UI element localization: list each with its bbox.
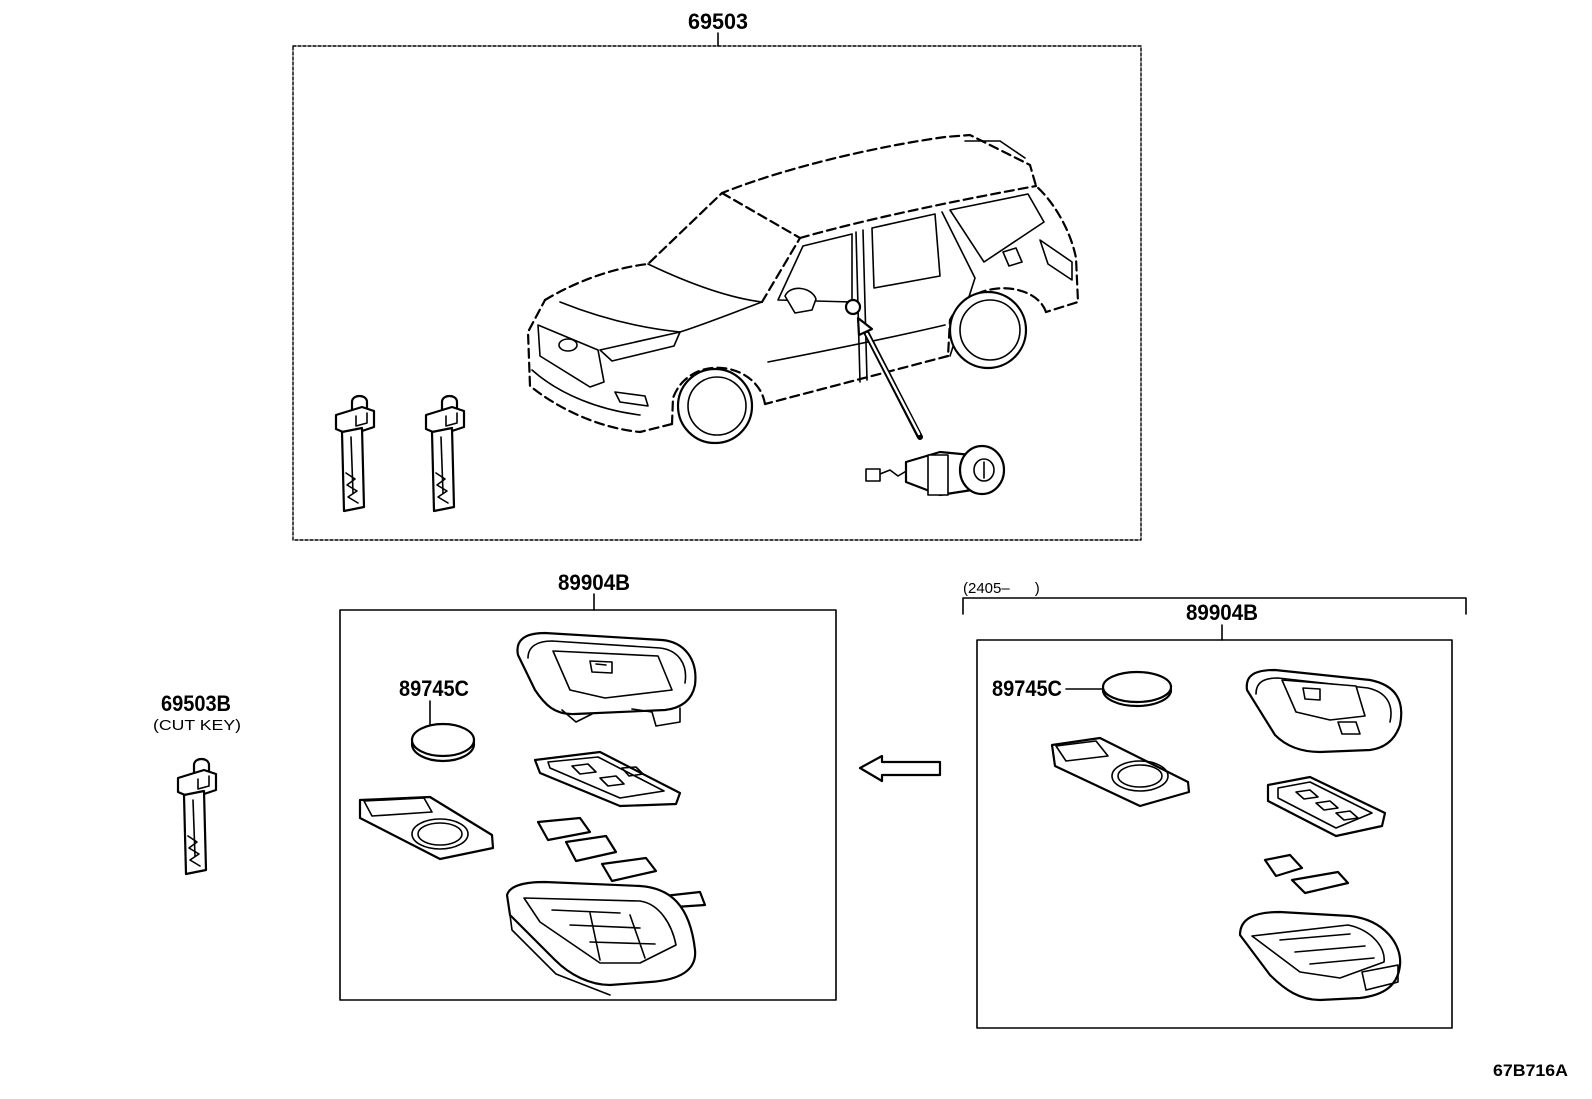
vehicle-silhouette [543, 133, 1080, 314]
right-fob-buttons [1263, 853, 1350, 895]
assembly-part-callout[interactable]: 69503 [688, 9, 748, 34]
fog-light [614, 391, 649, 407]
cut-key-part-callout[interactable]: 69503B [161, 691, 231, 716]
right-fob-upper-cover [1245, 668, 1403, 754]
windshield-top [720, 191, 802, 240]
door-lock-cylinder [865, 444, 1006, 497]
left-fob-lower-case [505, 880, 697, 996]
front-bumper-line [531, 369, 641, 416]
vehicle-illustration [526, 133, 1080, 445]
rear-spoiler [964, 140, 1026, 159]
a-pillar [760, 236, 802, 304]
side-mirror [784, 287, 817, 314]
left-battery-part-callout[interactable]: 89745C [399, 676, 469, 701]
taillight [1039, 239, 1073, 281]
left-kit-frame [339, 609, 837, 1001]
left-fob-upper-cover [516, 631, 697, 727]
lock-core [973, 458, 995, 482]
cut-key [176, 757, 218, 876]
key-blank-1 [334, 394, 376, 513]
hood-crease [559, 301, 681, 333]
assembly-frame [292, 45, 1142, 541]
headlight [599, 331, 681, 362]
right-kit-frame [976, 639, 1453, 1029]
right-kit-part-callout[interactable]: 89904B [1186, 600, 1258, 625]
right-kit-date-range: (2405– ) [963, 580, 1040, 597]
left-coin-battery [410, 722, 476, 763]
front-wheel-arch [670, 366, 767, 426]
roof-side-rail [798, 184, 1038, 240]
quarter-window [949, 193, 1045, 263]
lock-wire [879, 469, 909, 477]
right-fob-lower-case [1238, 910, 1402, 1002]
rear-wheel [948, 290, 1028, 370]
right-kit-date-bracket [962, 597, 1467, 615]
windshield-base [647, 263, 763, 303]
side-sill [763, 354, 950, 406]
illustration-code: 67B716A [1493, 1061, 1568, 1080]
door-keyhole [844, 298, 862, 316]
left-kit-part-callout[interactable]: 89904B [558, 570, 630, 595]
hood-edge [679, 301, 763, 333]
lock-face [958, 444, 1006, 496]
lock-connector [865, 468, 881, 482]
left-fob-circuit-board [358, 795, 495, 861]
cut-key-note: (CUT KEY) [153, 717, 241, 734]
right-fob-circuit-board [1050, 736, 1191, 808]
front-emblem [558, 338, 578, 352]
door-crease [767, 324, 946, 363]
lock-location-arrow [856, 316, 923, 440]
fuel-door [1002, 247, 1023, 267]
front-door-window [777, 233, 853, 303]
rear-door-window [871, 213, 941, 289]
right-battery-part-callout[interactable]: 89745C [992, 676, 1062, 701]
front-wheel [676, 367, 754, 445]
rear-wheel-arch [946, 287, 1048, 358]
key-blank-2 [424, 394, 466, 513]
right-coin-battery [1101, 670, 1173, 708]
replacement-arrow-icon [858, 754, 942, 783]
right-fob-button-frame [1266, 775, 1387, 838]
left-fob-button-frame [533, 750, 682, 808]
front-grille [537, 324, 605, 388]
front-lower-edge [526, 298, 674, 434]
lock-bracket [927, 454, 949, 496]
